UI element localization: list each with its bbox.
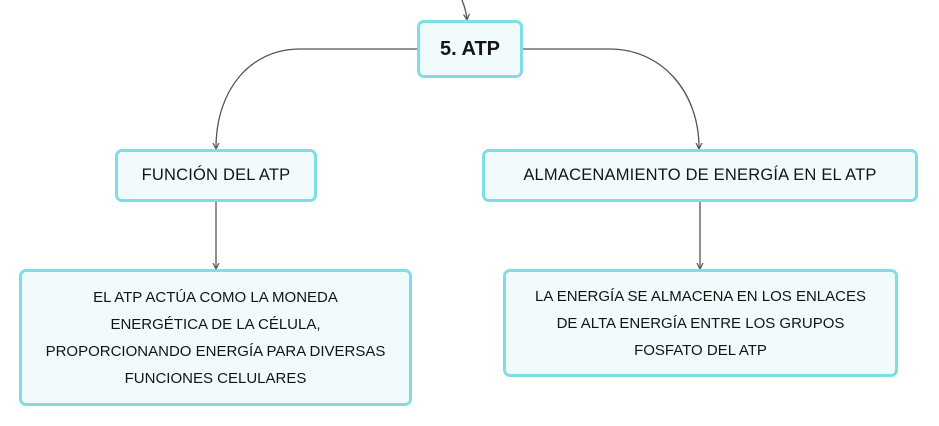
topic-label-storage: ALMACENAMIENTO DE ENERGÍA EN EL ATP [523,166,877,184]
detail-line: DE ALTA ENERGÍA ENTRE LOS GRUPOS [556,314,845,332]
topic-label-function: FUNCIÓN DEL ATP [141,166,291,184]
topic-node-storage[interactable]: ALMACENAMIENTO DE ENERGÍA EN EL ATP [482,149,918,202]
central-topic-node[interactable]: 5. ATP [417,20,523,78]
connector-from-parent [461,0,467,19]
subtopic-text-storage: LA ENERGÍA SE ALMACENA EN LOS ENLACES DE… [535,283,866,364]
detail-line: EL ATP ACTÚA COMO LA MONEDA [93,288,338,306]
subtopic-text-function: EL ATP ACTÚA COMO LA MONEDA ENERGÉTICA D… [46,284,386,392]
topic-node-function[interactable]: FUNCIÓN DEL ATP [115,149,317,202]
detail-line: PROPORCIONANDO ENERGÍA PARA DIVERSAS [45,342,386,360]
subtopic-node-storage-detail[interactable]: LA ENERGÍA SE ALMACENA EN LOS ENLACES DE… [503,269,898,377]
detail-line: FUNCIONES CELULARES [124,369,307,387]
central-topic-label: 5. ATP [439,37,500,60]
detail-line: LA ENERGÍA SE ALMACENA EN LOS ENLACES [535,287,866,305]
subtopic-node-function-detail[interactable]: EL ATP ACTÚA COMO LA MONEDA ENERGÉTICA D… [19,269,412,406]
detail-line: ENERGÉTICA DE LA CÉLULA, [110,315,321,333]
detail-line: FOSFATO DEL ATP [634,341,767,359]
connector-root-to-function [216,48,417,148]
connector-root-to-storage [523,48,699,148]
